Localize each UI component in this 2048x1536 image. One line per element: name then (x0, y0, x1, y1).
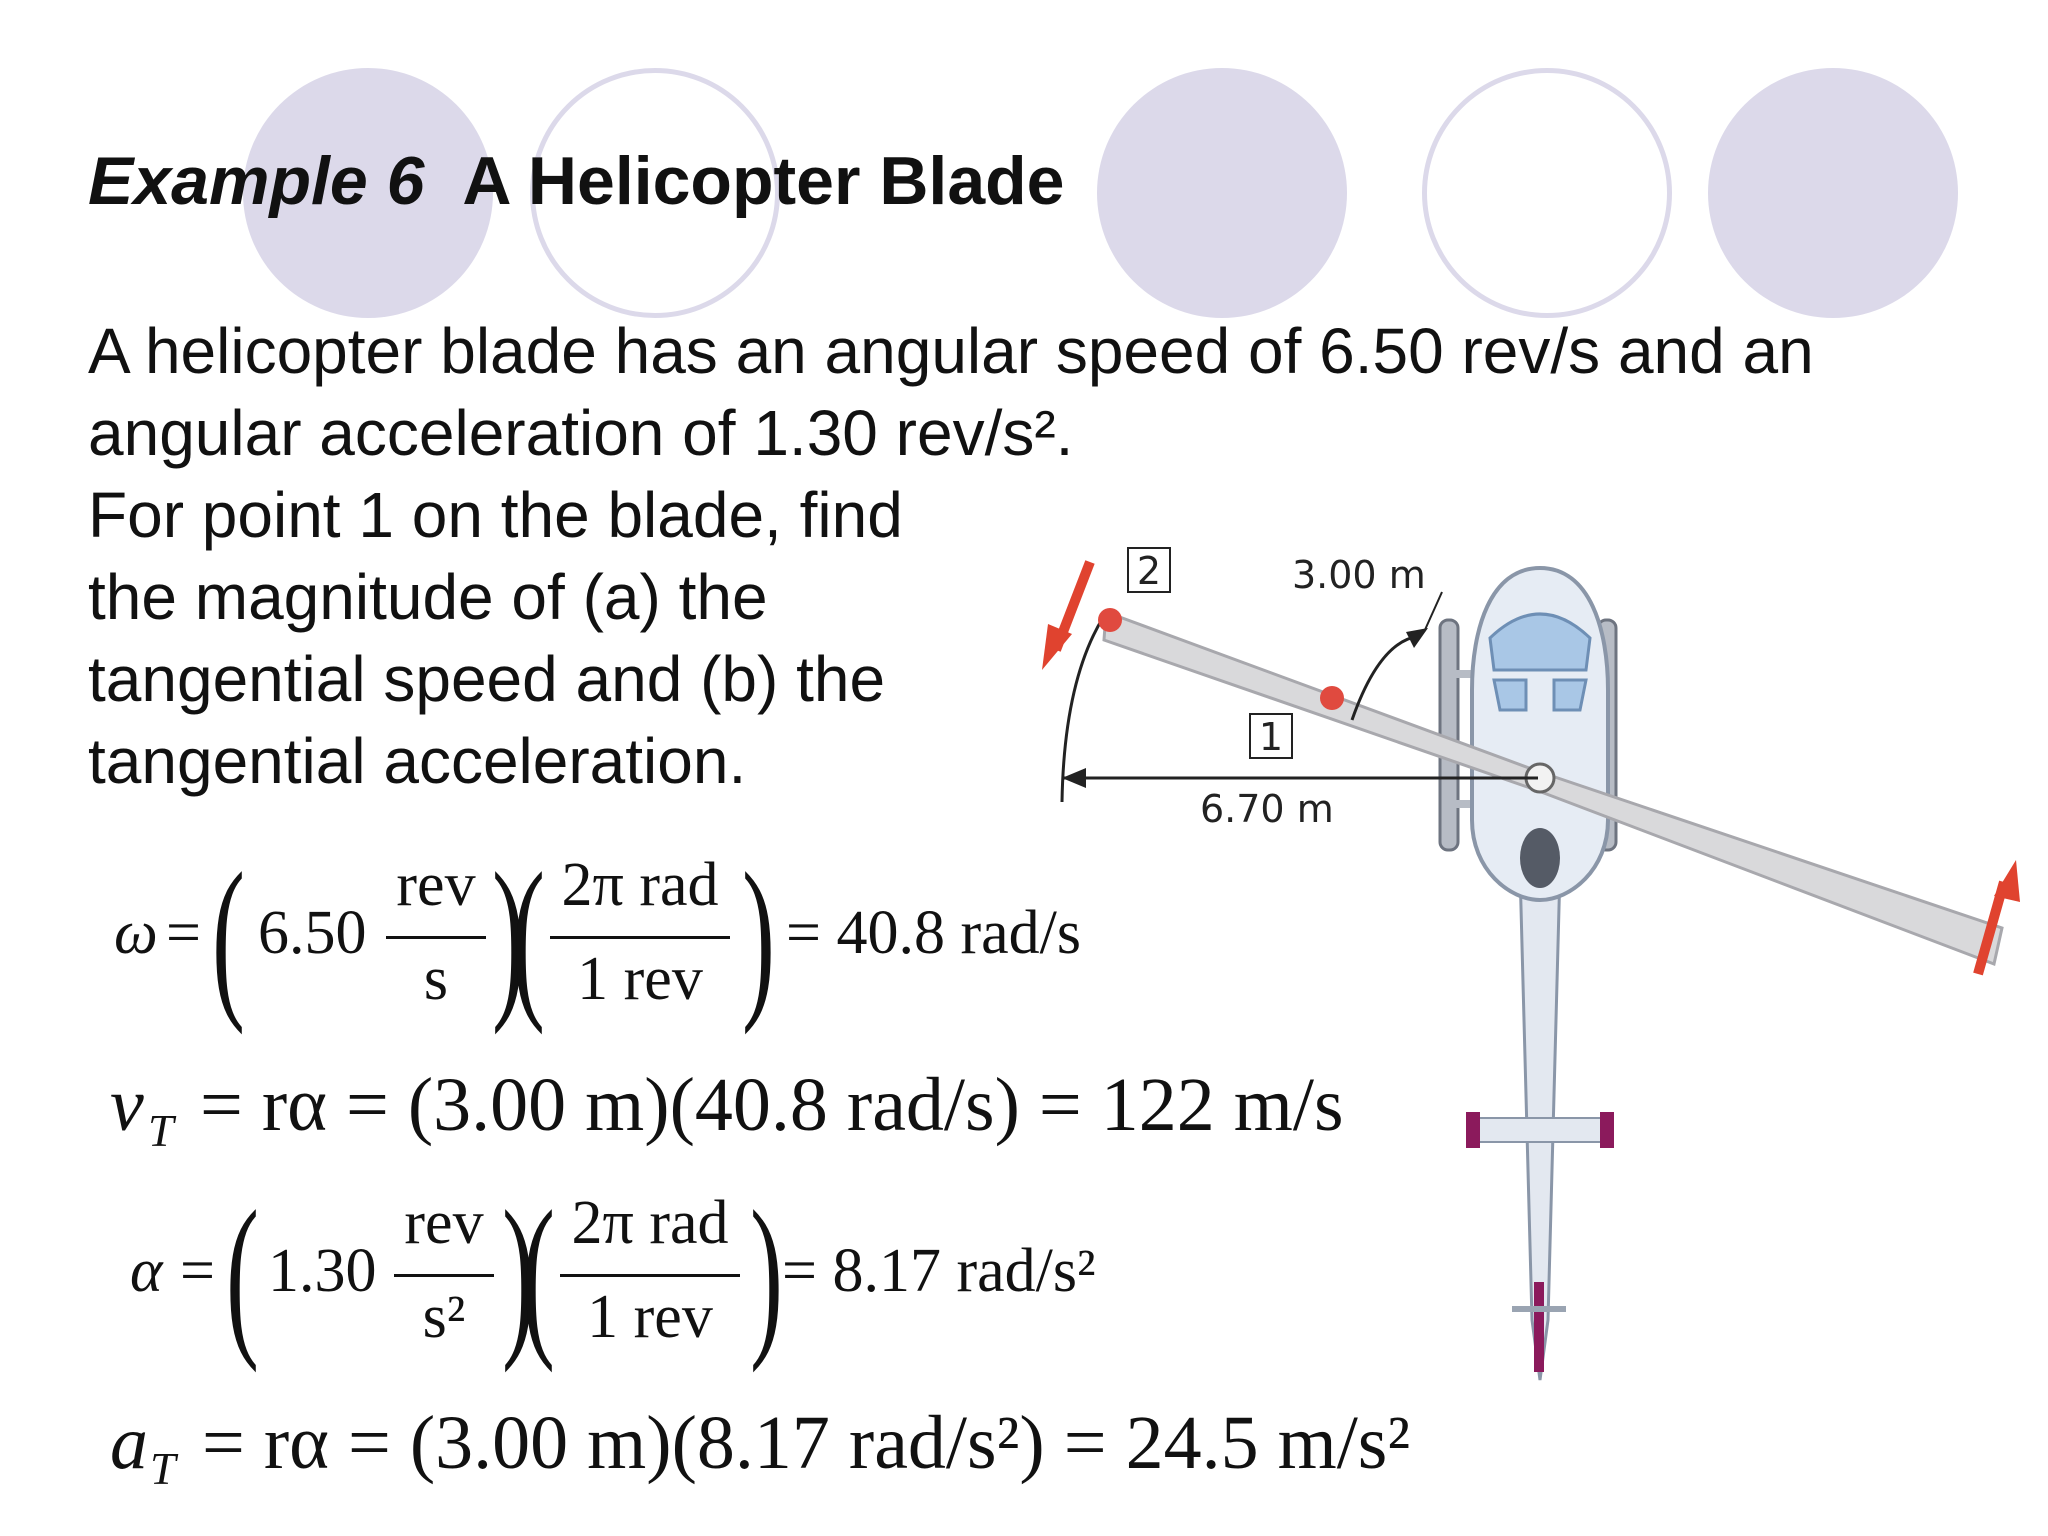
helicopter-diagram: 2 1 3.00 m 6.70 m (1042, 547, 2020, 1381)
alpha-symbol: α (130, 1237, 163, 1305)
paren-open-3: ( (226, 1174, 259, 1373)
decor-circle-5 (1708, 68, 1958, 318)
decor-circle-4 (1422, 68, 1672, 318)
omega-result: = 40.8 rad/s (786, 899, 1081, 967)
frac-line (560, 1274, 740, 1277)
angle-arrowhead (1406, 628, 1428, 648)
at-equation: a T = rα = (3.00 m)(8.17 rad/s²) = 24.5 … (110, 1400, 1460, 1510)
omega-den-2: 1 rev (577, 945, 703, 1013)
alpha-equation: α = ( 1.30 rev s² ) ( 2π rad 1 rev ) = 8… (110, 1174, 1210, 1390)
alpha-num-2: 2π rad (571, 1189, 729, 1257)
problem-line-5: tangential speed and (b) the (88, 643, 886, 715)
dimension-arrowhead (1062, 768, 1086, 788)
r2-label: 6.70 m (1200, 787, 1334, 831)
arrowhead-left (1042, 624, 1072, 670)
point-2-marker (1098, 608, 1122, 632)
point-1-box (1249, 713, 1293, 759)
frac-line (550, 936, 730, 939)
omega-symbol: ω (114, 899, 158, 967)
alpha-equals: = (180, 1237, 215, 1305)
decor-circle-3 (1097, 68, 1347, 318)
sweep-arc (1060, 615, 1106, 803)
paren-close-4: ) (750, 1174, 783, 1373)
alpha-den-2: 1 rev (587, 1283, 713, 1351)
point-1-marker (1320, 686, 1344, 710)
vt-subscript: T (148, 1105, 174, 1156)
alpha-value: 1.30 (268, 1237, 377, 1305)
vt-equation: v T = rα = (3.00 m)(40.8 rad/s) = 122 m/… (110, 1062, 1410, 1172)
paren-close-3: ) (502, 1174, 535, 1373)
problem-line-1: A helicopter blade has an angular speed … (88, 315, 1814, 387)
tail-fin-left (1466, 1112, 1480, 1148)
tail-fin-right (1600, 1112, 1614, 1148)
omega-num-1: rev (396, 851, 476, 919)
at-subscript: T (150, 1443, 176, 1494)
arrowhead-right (1994, 860, 2020, 902)
velocity-arrow-tip-right (1973, 880, 2009, 976)
paren-open-4: ( (522, 1174, 555, 1373)
point-2-box (1127, 547, 1171, 593)
point-1-label: 1 (1259, 715, 1283, 759)
decor-circle-1 (243, 68, 493, 318)
tail-rotor-hub (1534, 1282, 1544, 1372)
side-window (1552, 678, 1588, 712)
problem-statement: A helicopter blade has an angular speed … (88, 310, 1814, 802)
paren-close-2: ) (742, 836, 775, 1035)
problem-line-2: angular acceleration of 1.30 rev/s². (88, 397, 1074, 469)
omega-num-2: 2π rad (561, 851, 719, 919)
paren-open-2: ( (512, 836, 545, 1035)
cockpit-window (1488, 612, 1592, 672)
alpha-den-1: s² (422, 1283, 466, 1351)
alpha-num-1: rev (404, 1189, 484, 1257)
alpha-result: = 8.17 rad/s² (782, 1237, 1096, 1305)
omega-den-1: s (423, 945, 449, 1013)
frac-line (394, 1274, 494, 1277)
side-window (1492, 678, 1528, 712)
problem-line-6: tangential acceleration. (88, 725, 747, 797)
point-2-label: 2 (1137, 549, 1161, 593)
paren-open-1: ( (212, 836, 245, 1035)
tail-stabilizer (1469, 1117, 1611, 1143)
tail-rotor-blade (1512, 1306, 1566, 1312)
frac-line (386, 936, 486, 939)
omega-equals: = (166, 899, 201, 967)
omega-value: 6.50 (258, 899, 367, 967)
vt-expression: = rα = (3.00 m)(40.8 rad/s) = 122 m/s (200, 1063, 1344, 1147)
example-number: Example 6 (88, 143, 425, 219)
r1-label: 3.00 m (1292, 553, 1426, 597)
at-expression: = rα = (3.00 m)(8.17 rad/s²) = 24.5 m/s² (202, 1401, 1411, 1485)
problem-line-3: For point 1 on the blade, find (88, 479, 903, 551)
problem-line-4: the magnitude of (a) the (88, 561, 768, 633)
vt-symbol: v (110, 1063, 144, 1147)
at-symbol: a (110, 1401, 148, 1485)
decor-circle-2 (530, 68, 780, 318)
example-name: A Helicopter Blade (462, 143, 1065, 219)
page-title: Example 6 A Helicopter Blade (88, 142, 1065, 220)
engine-exhaust (1520, 828, 1560, 888)
leader-line (1423, 591, 1443, 633)
paren-close-1: ) (492, 836, 525, 1035)
omega-equation: ω = ( 6.50 rev s ) ( 2π rad 1 rev ) = 40… (110, 836, 1210, 1052)
